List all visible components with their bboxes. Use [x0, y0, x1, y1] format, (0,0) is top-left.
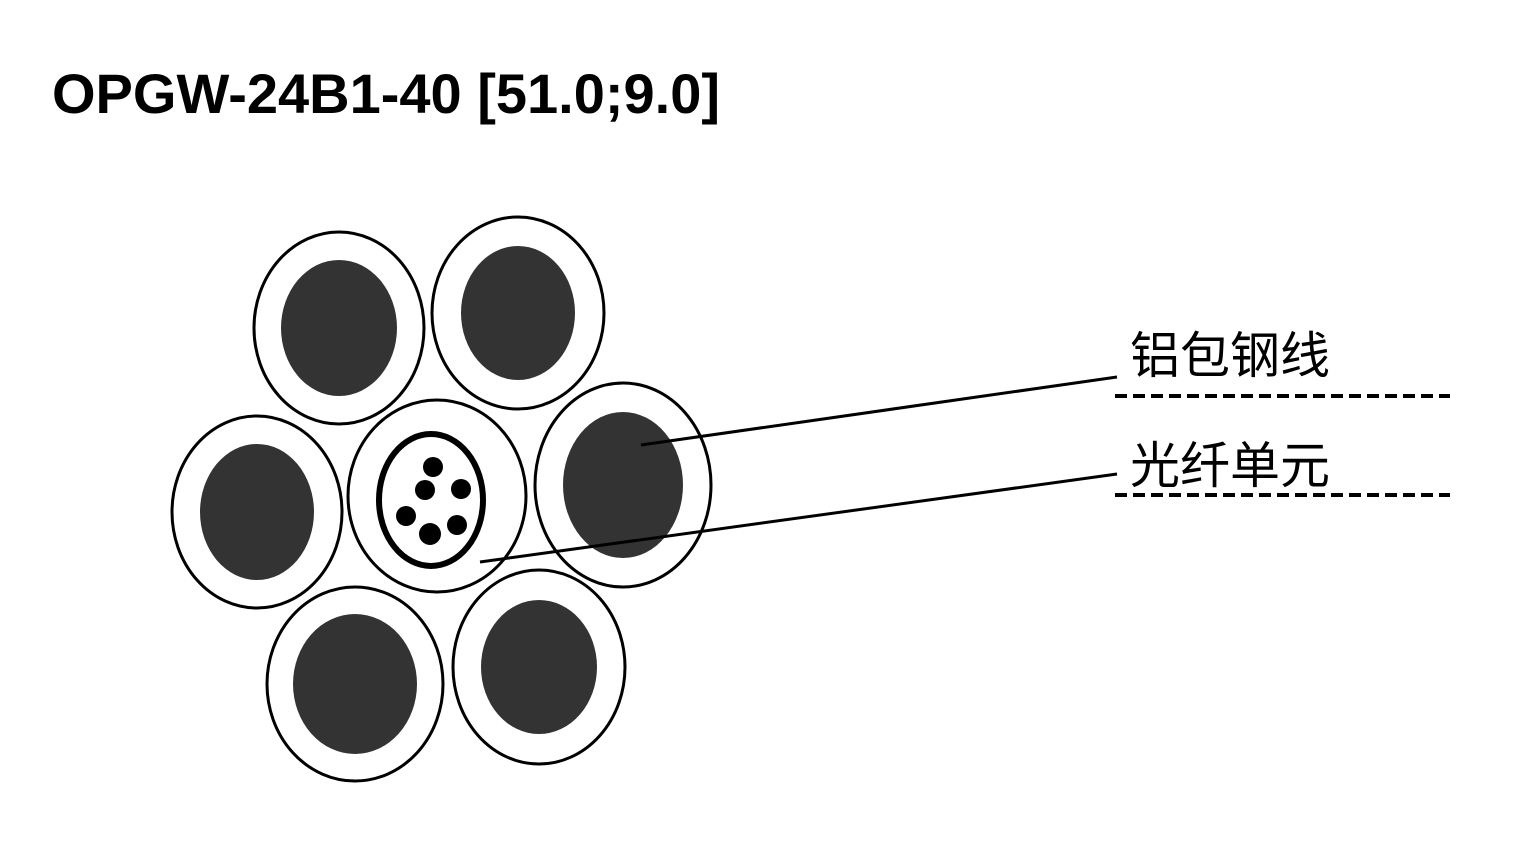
wire-steel-core — [293, 614, 417, 754]
aluminum-clad-steel-wire — [170, 414, 344, 610]
page-title: OPGW-24B1-40 [51.0;9.0] — [52, 62, 721, 125]
optical-fiber-unit — [346, 398, 528, 594]
fiber-dot — [396, 506, 416, 526]
leader-line-fiber-unit — [479, 472, 1118, 564]
callout-label-fiber-unit: 光纤单元 — [1130, 437, 1330, 495]
fiber-dot — [447, 515, 467, 535]
wire-steel-core — [461, 246, 575, 380]
callout-label-steel-wire: 铝包钢线 — [1130, 327, 1330, 385]
wire-steel-core — [481, 600, 597, 734]
wire-steel-core — [563, 412, 683, 558]
aluminum-clad-steel-wire — [430, 215, 606, 411]
fiber-dot — [423, 457, 443, 477]
wire-steel-core — [281, 260, 397, 396]
aluminum-clad-steel-wire — [533, 381, 713, 589]
leader-line-steel-wire — [640, 375, 1118, 447]
wire-group — [170, 215, 713, 783]
fiber-dot — [451, 479, 471, 499]
fiber-tube — [376, 431, 486, 569]
aluminum-clad-steel-wire — [252, 230, 426, 426]
wire-steel-core — [200, 444, 314, 580]
fiber-dot — [415, 480, 435, 500]
aluminum-clad-steel-wire — [265, 585, 445, 783]
aluminum-clad-steel-wire — [451, 568, 627, 766]
fiber-dot — [419, 523, 441, 545]
